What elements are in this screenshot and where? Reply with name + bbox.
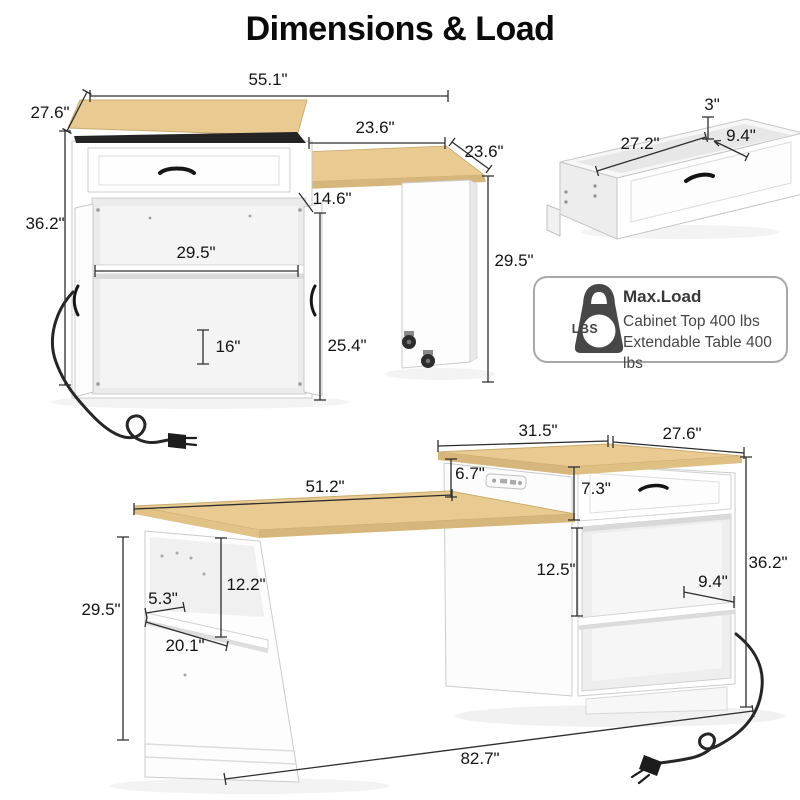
cabinet-door-right bbox=[303, 202, 323, 397]
drawer-panel-inset bbox=[630, 141, 792, 223]
shelf-shadow bbox=[92, 274, 306, 279]
door-handle-icon bbox=[309, 284, 317, 317]
dim-cubby-height-125: 12.5" bbox=[536, 560, 576, 579]
compartment-back bbox=[100, 206, 298, 388]
dim-sideshelf-depth-53: 5.3" bbox=[148, 589, 178, 608]
dim-table-width-236: 23.6" bbox=[355, 118, 395, 137]
cabinet-shelf bbox=[91, 264, 307, 275]
drawer-slide-rail bbox=[546, 204, 561, 237]
table-leg-edge bbox=[469, 179, 478, 363]
weight-icon bbox=[574, 283, 624, 353]
support-shadow bbox=[110, 778, 390, 794]
dim-desk-width-512: 51.2" bbox=[305, 477, 345, 496]
cabinet-wood-top bbox=[67, 99, 308, 137]
cabinet-door-left bbox=[74, 203, 94, 398]
desk-top-edge-front bbox=[259, 514, 575, 538]
dim-drawer-width-272: 27.2" bbox=[620, 134, 660, 153]
wood-top-edge-right bbox=[572, 456, 742, 475]
caster-icon bbox=[402, 331, 416, 349]
wood-top-edge-left bbox=[438, 452, 572, 475]
hinge-dots bbox=[96, 208, 302, 386]
max-load-line2: Extendable Table 400 lbs bbox=[623, 334, 772, 372]
dimension-lines bbox=[59, 88, 755, 786]
door-handle-icon bbox=[72, 284, 80, 317]
page-title: Dimensions & Load bbox=[245, 10, 555, 48]
base-grooves bbox=[145, 743, 297, 765]
dim-clearance-122: 12.2" bbox=[226, 575, 266, 594]
dim-overall-width-551: 55.1" bbox=[248, 70, 288, 89]
dim-shelf-width-295: 29.5" bbox=[176, 243, 216, 262]
dim-door-height-254: 25.4" bbox=[327, 336, 367, 355]
dim-drawer-height-3: 3" bbox=[704, 95, 720, 114]
dim-sideshelf-width-201: 20.1" bbox=[165, 636, 205, 655]
top-gap-shadow bbox=[74, 132, 306, 143]
cubby-top-shadow bbox=[582, 514, 731, 532]
weight-icon-label: LBS bbox=[571, 322, 599, 336]
desk-top-edge-left bbox=[134, 506, 259, 538]
drawer-handle-icon bbox=[158, 166, 196, 175]
dim-drawer2-height-73: 7.3" bbox=[581, 479, 611, 498]
caster-icon bbox=[421, 350, 435, 368]
max-load-title: Max.Load bbox=[623, 287, 702, 306]
dim-drawer-depth-94: 9.4" bbox=[726, 126, 756, 145]
drawer-detail-drawing bbox=[546, 118, 800, 240]
support-shelf-shadow bbox=[147, 621, 268, 653]
plug-prongs bbox=[630, 768, 651, 785]
max-load-line1: Cabinet Top 400 lbs bbox=[623, 313, 760, 330]
dim-table-depth-236: 23.6" bbox=[464, 142, 504, 161]
cubby-shelf-shadow bbox=[578, 610, 735, 630]
dim-lower-height-16: 16" bbox=[215, 337, 241, 356]
drawer-handle-icon bbox=[684, 172, 715, 183]
table-top-edge bbox=[302, 175, 486, 189]
dim-desk-height-295: 29.5" bbox=[81, 600, 121, 619]
dim-cab-top-depth-276: 27.6" bbox=[662, 424, 702, 443]
dim-table-height-295: 29.5" bbox=[494, 251, 534, 270]
power-cord-icon bbox=[658, 632, 764, 765]
power-cord-icon bbox=[51, 290, 170, 444]
plug-prongs bbox=[184, 436, 198, 447]
dim-cubby-depth-94: 9.4" bbox=[698, 572, 728, 591]
dim-height-362: 36.2" bbox=[25, 214, 65, 233]
drawer-panel-inset bbox=[589, 472, 720, 514]
outlet-panel-icon bbox=[485, 473, 527, 490]
power-plug-icon bbox=[168, 433, 186, 449]
base-kick bbox=[585, 686, 728, 715]
table-shadow bbox=[385, 368, 495, 380]
dim-cab-height-362: 36.2" bbox=[748, 553, 788, 572]
dim-top-offset-67: 6.7" bbox=[455, 464, 485, 483]
support-back-panel bbox=[150, 537, 264, 617]
dim-door-width-146: 14.6" bbox=[312, 189, 352, 208]
drawer-handle-icon bbox=[638, 483, 669, 492]
dim-cab-top-width-315: 31.5" bbox=[518, 421, 558, 440]
bottom-desk-drawing bbox=[110, 443, 785, 794]
cubby-back bbox=[592, 522, 722, 681]
top-cabinet-drawing bbox=[50, 99, 495, 449]
dim-depth-276: 27.6" bbox=[30, 103, 70, 122]
max-load-badge: LBS Max.Load Cabinet Top 400 lbs Extenda… bbox=[533, 276, 788, 372]
power-plug-icon bbox=[639, 755, 662, 776]
rail-screws bbox=[564, 184, 597, 204]
dim-total-width-827: 82.7" bbox=[460, 749, 500, 768]
shelf-pin-dots bbox=[160, 551, 206, 677]
